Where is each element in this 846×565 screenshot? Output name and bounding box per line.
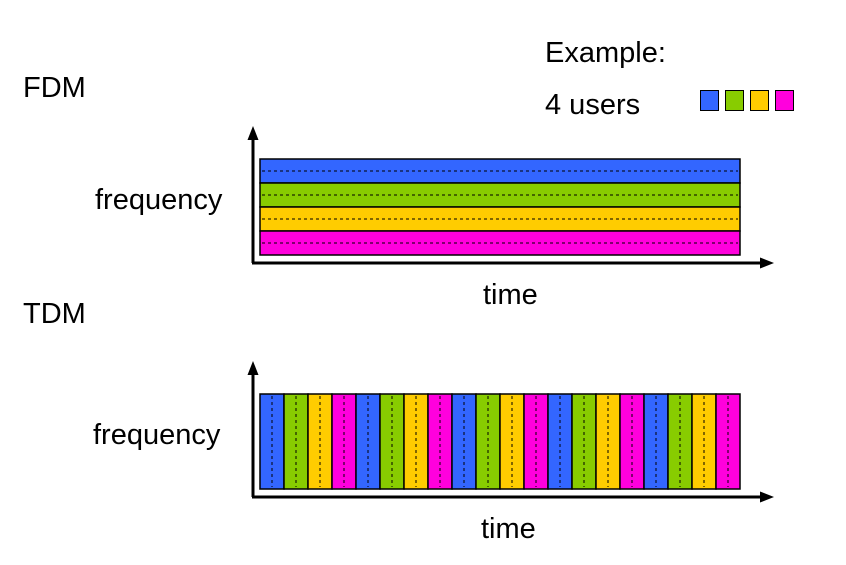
- user-2-swatch: [725, 90, 744, 111]
- tdm-axes: [247, 361, 774, 503]
- fdm-title: FDM: [23, 72, 86, 104]
- tdm-frequency-axis-label: frequency: [93, 419, 221, 451]
- tdm-time-slots: [259, 393, 741, 490]
- tdm-slot-user-2: [283, 393, 309, 490]
- tdm-title: TDM: [23, 298, 86, 330]
- fdm-band-user-2: [259, 182, 741, 208]
- fdm-band-user-4: [259, 230, 741, 256]
- fdm-band-user-3: [259, 206, 741, 232]
- fdm-axes: [247, 126, 774, 269]
- fdm-time-axis-label: time: [483, 279, 538, 311]
- user-4-swatch: [775, 90, 794, 111]
- fdm-frequency-bands: [259, 158, 741, 256]
- users-label: 4 users: [545, 89, 641, 121]
- user-1-swatch: [700, 90, 719, 111]
- example-label: Example:: [545, 37, 666, 69]
- tdm-time-axis-label: time: [481, 513, 536, 545]
- fdm-band-user-1: [259, 158, 741, 184]
- user-3-swatch: [750, 90, 769, 111]
- user-color-legend: [700, 90, 794, 111]
- fdm-frequency-axis-label: frequency: [95, 184, 223, 216]
